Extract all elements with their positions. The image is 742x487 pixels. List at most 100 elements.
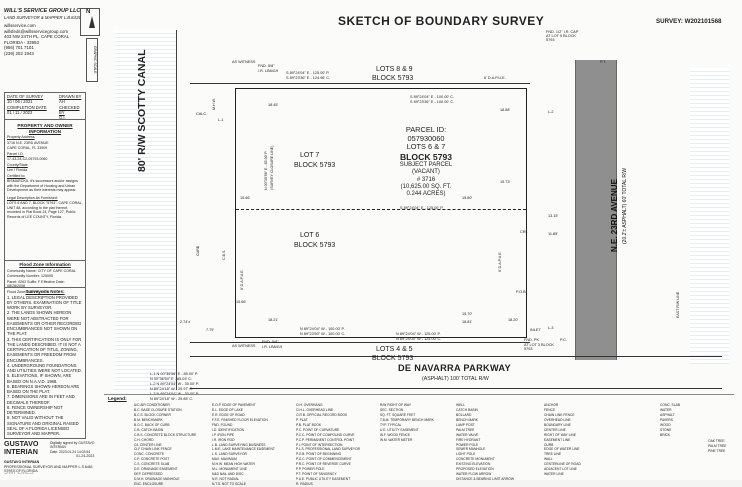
flood-box: Flood Zone Information Community Name: C… bbox=[4, 260, 86, 294]
drawn-by-label: DRAWN BY bbox=[59, 94, 82, 99]
legend-item: B.C.S. BLOCK CORNER bbox=[134, 412, 171, 417]
legend-item: C.B. CATCH BASIN bbox=[134, 427, 164, 432]
legend-item: BENCH MARK bbox=[456, 417, 478, 422]
legend-item: WOOD bbox=[660, 422, 671, 427]
legend-item: P. PLAT bbox=[296, 417, 308, 422]
dist-274: 2.74'± bbox=[180, 320, 191, 324]
company-email[interactable]: willsfeds@willsservicegroup.com bbox=[4, 28, 68, 34]
legend-item: WATER VALVE bbox=[456, 432, 479, 437]
legend-item: FENCE bbox=[544, 407, 556, 412]
signer-name-large-1: GUSTAVO bbox=[4, 439, 39, 448]
lots-8-9-label: LOTS 8 & 9 bbox=[376, 66, 413, 73]
meta-box: DATE OF SURVEY 10 / 06 / 2021 COMPLETION… bbox=[4, 92, 86, 120]
legend-item: O.H.L. OVERHEAD LINE bbox=[296, 407, 334, 412]
signer-date-line: Date: 2023.01.24 14:03:54 bbox=[50, 449, 91, 454]
legend-item: I.D. IDENTIFICATION bbox=[212, 427, 244, 432]
legend-item: O.H. OVERHANG bbox=[296, 403, 323, 407]
lots-6-7-label: LOTS 6 & 7 bbox=[406, 142, 446, 152]
fnd-pk-note: AT LOT 3 BLOCK 5793 bbox=[524, 343, 554, 351]
property-address-1: 3716 N.E. 23RD AVENUE bbox=[7, 140, 49, 145]
signer-state: STATE OF FLORIDA bbox=[4, 469, 38, 474]
completion-date: 01 / 11 / 2022 bbox=[7, 109, 33, 115]
legend-item: EASEMENT LINE bbox=[544, 437, 571, 442]
lot-divider-line bbox=[236, 209, 526, 210]
legend-item: EXISTING ELEVATION bbox=[456, 462, 491, 467]
bottom-bearing-2: N 89°24'04" W - 125.00' C. bbox=[396, 337, 442, 341]
top-bearing-1: S 89°24'04" E - 125.00' P. bbox=[286, 71, 330, 75]
legend-item: P.U.E. PUBLIC UTILITY EASEMENT bbox=[296, 477, 351, 482]
legend-item: O.R.B. OFFICIAL RECORD BOOK bbox=[296, 412, 348, 417]
legend-item: P.C.C. POINT OF COMPOUND CURVE bbox=[296, 432, 355, 437]
legend-item: CATCH BASIN bbox=[456, 407, 478, 412]
pt-label: P.T. bbox=[600, 60, 607, 64]
west-curve-note: (SURVEY CLOSURE LINE) bbox=[270, 145, 274, 190]
legend-item: P.B. PLAT BOOK bbox=[296, 422, 322, 427]
certified-label: Certified to: bbox=[7, 173, 26, 178]
legend-item: P.T. POINT OF TANGENCY bbox=[296, 472, 337, 477]
surveyor-note: 4. UNDERGROUND FOUNDATIONS AND UTILITIES… bbox=[7, 362, 82, 374]
legend-item: L.B. LAND SURVEYING BUSINESS bbox=[212, 442, 266, 447]
legend-item: SEWER MANHOLE bbox=[456, 447, 486, 452]
lot-7-block-label: BLOCK 5793 bbox=[294, 162, 336, 169]
certified-to: BISMARCKA, it's successors and/or assign… bbox=[7, 179, 78, 193]
de-navarra-north-line bbox=[190, 356, 722, 357]
legend-item: D.M.H. DRAINAGE MANHOLE bbox=[134, 477, 180, 482]
legend-item: C/L CENTER LINE bbox=[134, 442, 162, 447]
graphic-scale: GRAPHIC SCALE bbox=[86, 38, 98, 82]
legend-item: PAVERS bbox=[660, 417, 673, 422]
pc-label: P.C. bbox=[560, 338, 567, 342]
property-address-label: Property Address bbox=[7, 135, 35, 140]
legend-item: LIGHT POLE bbox=[456, 452, 476, 457]
legend-item: P.R.C. POINT OF REVERSE CURVE bbox=[296, 462, 351, 467]
legal-header: Legal Description As Furnished: bbox=[7, 195, 58, 200]
parcel-id-map-value: 057930060 bbox=[407, 133, 445, 143]
legend-item: W.M. WATER METER bbox=[380, 437, 413, 442]
parcel-id-label: Parcel I.D. bbox=[7, 151, 24, 156]
as-witness-bottom: AS WITNESS bbox=[232, 344, 256, 348]
legend-item: ADJACENT LOT LINE bbox=[544, 467, 577, 472]
parcel-id-value: 17-43-24-C2-05793.0060 bbox=[7, 157, 48, 162]
dist-1566b: 15.66' bbox=[236, 300, 247, 304]
pue-east: 6' D.A.P.U.E. bbox=[498, 251, 502, 272]
county-label: County/State bbox=[7, 162, 28, 167]
legend-item: CONC. CONCRETE bbox=[134, 452, 165, 457]
bottom-bearing-3: N 89°24'04" W - 100.00' P. bbox=[300, 327, 345, 331]
mhw-label: M.H.W. bbox=[212, 98, 216, 110]
legend-item: DISTANCE & BEARING LIMIT ARROW bbox=[456, 477, 514, 482]
surveyor-note: 5. ELEVATIONS, IF SHOWN, ARE BASED ON N.… bbox=[7, 373, 72, 384]
legend-item: P.I. POINT OF INTERSECTION bbox=[296, 442, 343, 447]
east-water bbox=[690, 68, 730, 364]
legend-item: STONE bbox=[660, 427, 672, 432]
surveyor-note: 3. THIS CERTIFICATION IS ONLY FOR THE LA… bbox=[7, 336, 82, 363]
line-l1: L-1 bbox=[218, 118, 224, 122]
surveyor-note: 2. THE LANDS SHOWN HEREON WERE NOT ABSTR… bbox=[7, 310, 82, 337]
line-l3: L-3 bbox=[548, 326, 554, 330]
signer-name: GUSTAVO INTERIAN bbox=[4, 460, 40, 464]
vacant-label: (VACANT) bbox=[412, 169, 440, 176]
lot-7-label: LOT 7 bbox=[300, 152, 320, 159]
legend-item: I.R. IRON ROD bbox=[212, 437, 235, 442]
dist-1315: 13.15' bbox=[548, 214, 559, 218]
legend-item: DEP. DEPRESSED bbox=[134, 472, 163, 477]
canal-water bbox=[114, 30, 176, 390]
legend-header: Legend: bbox=[108, 397, 127, 402]
de-navarra-label: DE NAVARRA PARKWAY bbox=[398, 363, 511, 373]
area-sqft: (10,625.00 SQ. FT. bbox=[400, 183, 452, 190]
signer-date-right: 01-24-2023 bbox=[76, 454, 95, 458]
left-info-column: WILL'S SERVICE GROUP LLC LAND SURVEYOR &… bbox=[4, 8, 100, 476]
legend-item: N.R. NOT RADIAL bbox=[212, 477, 240, 482]
dist-1881: 18.81' bbox=[462, 320, 473, 324]
legend-item: WATER FLOW ARROW bbox=[456, 472, 492, 477]
legend-item: F.F.E. FINISHED FLOOR ELEVATION bbox=[212, 417, 268, 422]
inlet-label: INLET bbox=[530, 328, 541, 332]
company-website[interactable]: willsservice.com bbox=[4, 23, 36, 28]
line-table-row: L-1 N 00°35'56" E - 85.00' P. bbox=[150, 372, 198, 376]
company-phone-1: (956) 701 7101 bbox=[4, 45, 34, 50]
de-navarra-sub-label: (ASPHALT) 100' TOTAL R/W bbox=[422, 376, 489, 382]
west-bearing: N 00°35'56" E - 85.00' P. bbox=[264, 150, 268, 190]
lot-6-label: LOT 6 bbox=[300, 232, 320, 239]
legend-item: PALM TREE bbox=[456, 427, 475, 432]
